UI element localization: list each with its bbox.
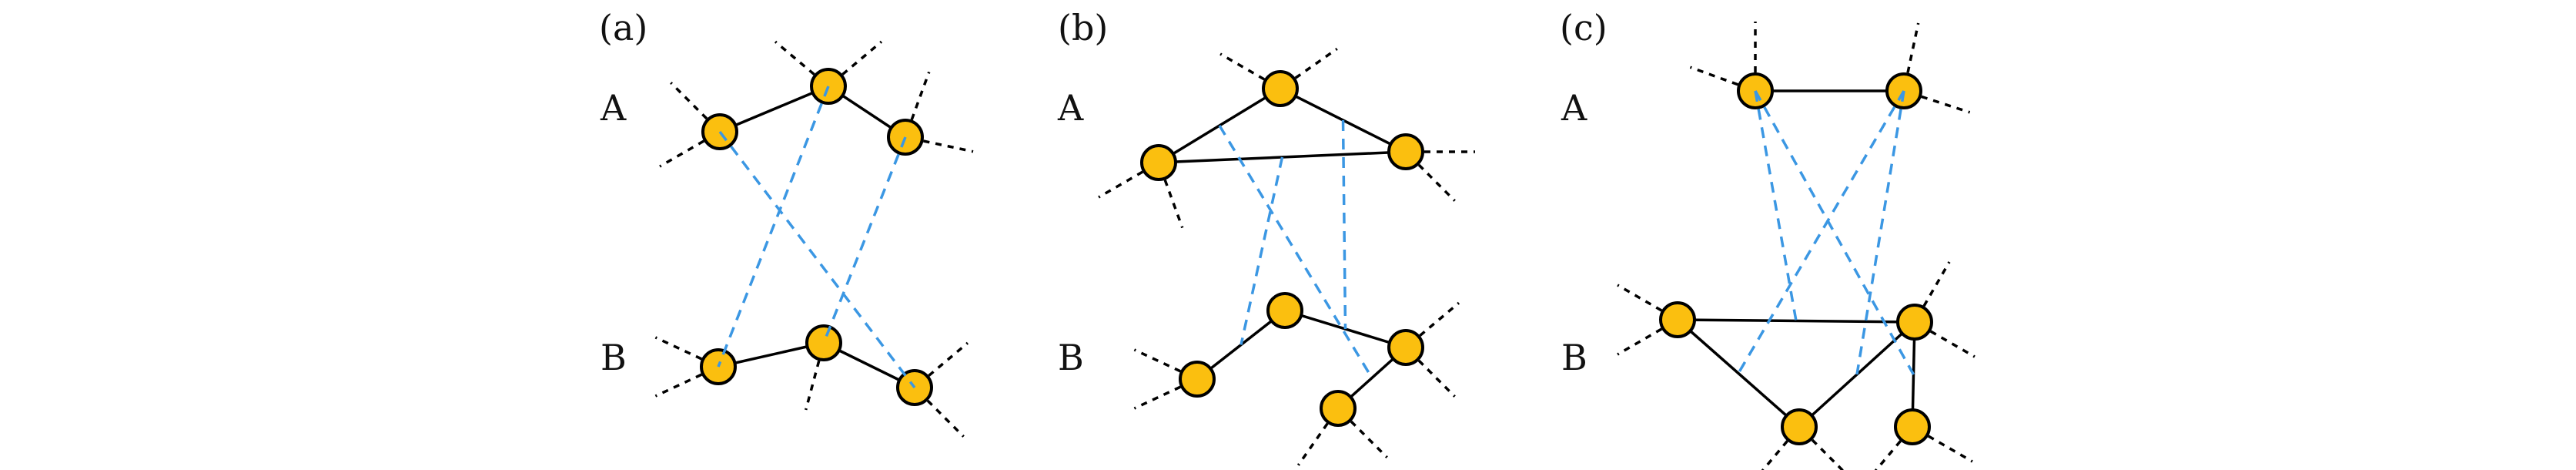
panel-label-c: (c) <box>1560 7 1607 49</box>
graph-node <box>1140 144 1177 181</box>
dotted-stub-edge <box>1098 164 1154 199</box>
dotted-stub-edge <box>1917 428 1973 463</box>
graph-edge <box>1676 318 1801 428</box>
dotted-stub-edge <box>659 133 715 168</box>
correspondence-link <box>718 130 916 389</box>
graph-a-label-b: A <box>1057 87 1084 129</box>
correspondence-link <box>1218 125 1373 379</box>
panel-b-graph <box>1098 47 1475 466</box>
graph-node <box>1896 304 1933 341</box>
correspondence-link <box>1754 90 1798 321</box>
graph-node <box>1659 301 1696 338</box>
dotted-stub-edge <box>832 40 883 84</box>
dotted-stub-edge <box>1219 52 1276 87</box>
dotted-stub-edge <box>1909 91 1971 114</box>
dotted-stub-edge <box>805 348 824 411</box>
graph-node <box>1262 70 1299 107</box>
nodes <box>1659 72 1933 445</box>
graph-node <box>1266 292 1303 329</box>
panel-b: (b) A B <box>1057 7 1475 466</box>
dotted-stub-edge <box>774 40 825 84</box>
dotted-stub-edge <box>1133 348 1193 378</box>
panel-a: (a) A B <box>599 7 974 438</box>
panel-label-a: (a) <box>599 7 647 49</box>
graph-node <box>1387 329 1424 366</box>
correspondence-links <box>1218 119 1373 379</box>
dotted-stub-edge <box>1903 22 1920 86</box>
panel-c-graph <box>1617 22 1975 470</box>
stub-edges <box>1098 47 1475 466</box>
panel-label-b: (b) <box>1058 7 1108 49</box>
correspondence-link <box>1855 90 1905 375</box>
dotted-stub-edge <box>654 368 714 398</box>
graph-a-label-c: A <box>1561 87 1587 129</box>
graph-node <box>805 324 842 361</box>
correspondence-link <box>822 136 907 344</box>
dotted-stub-edge <box>906 71 931 133</box>
dotted-stub-edge <box>1133 380 1193 410</box>
correspondence-link <box>1239 156 1284 345</box>
graph-node <box>1320 390 1357 427</box>
graph-a-label-a: A <box>600 87 627 129</box>
dotted-stub-edge <box>918 341 969 385</box>
graph-b-label-c: B <box>1561 337 1587 378</box>
dotted-stub-edge <box>1410 301 1460 345</box>
panel-a-graph <box>654 40 974 438</box>
dotted-stub-edge <box>1409 351 1456 398</box>
correspondence-link <box>717 86 830 368</box>
intra-edges <box>1676 89 1916 428</box>
dotted-stub-edge <box>1802 430 1845 470</box>
correspondence-links <box>1737 90 1915 375</box>
dotted-stub-edge <box>654 336 714 366</box>
dotted-stub-edge <box>1617 284 1673 318</box>
graph-b-label-a: B <box>601 337 627 378</box>
correspondence-link <box>1754 90 1915 375</box>
stub-edges <box>1617 22 1975 470</box>
correspondence-link <box>1341 119 1347 330</box>
dotted-stub-edge <box>1284 47 1338 86</box>
nodes <box>700 68 933 406</box>
stub-edges <box>654 40 974 438</box>
graph-node <box>1179 361 1216 398</box>
dotted-stub-edge <box>1689 65 1751 90</box>
dotted-stub-edge <box>1916 261 1951 317</box>
graph-node <box>1387 133 1424 170</box>
graph-b-label-b: B <box>1058 337 1084 378</box>
nodes <box>1140 70 1424 427</box>
dotted-stub-edge <box>918 391 965 438</box>
dotted-stub-edge <box>911 136 974 153</box>
intra-edges <box>1158 87 1407 410</box>
correspondence-links <box>717 86 916 389</box>
dotted-stub-edge <box>1296 412 1336 466</box>
dotted-stub-edge <box>1409 155 1456 202</box>
panel-c: (c) A B <box>1560 7 1975 470</box>
graph-node <box>1894 408 1931 445</box>
dotted-stub-edge <box>1617 321 1673 356</box>
graph-edge <box>1677 318 1915 324</box>
dotted-stub-edge <box>1341 411 1388 458</box>
dotted-stub-edge <box>670 82 717 129</box>
graph-edge <box>719 85 829 133</box>
dotted-stub-edge <box>1159 167 1184 229</box>
dotted-stub-edge <box>1919 324 1975 358</box>
graph-node <box>1781 408 1818 445</box>
